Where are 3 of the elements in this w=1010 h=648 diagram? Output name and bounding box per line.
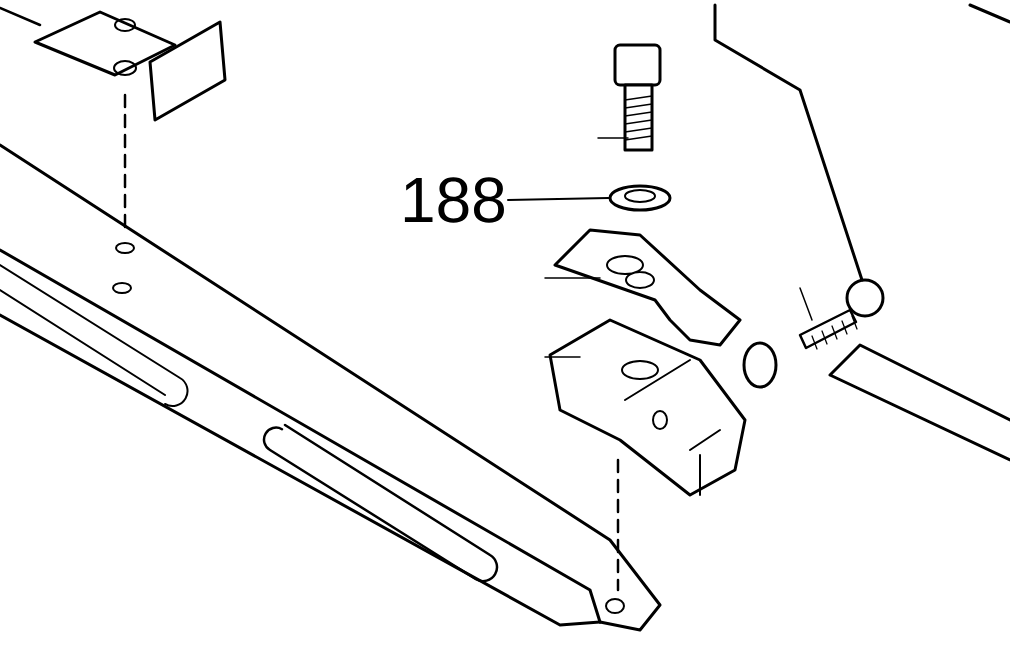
leader-line [507,197,610,201]
callout-number: 188 [404,177,504,223]
washer-drawing [608,184,672,212]
